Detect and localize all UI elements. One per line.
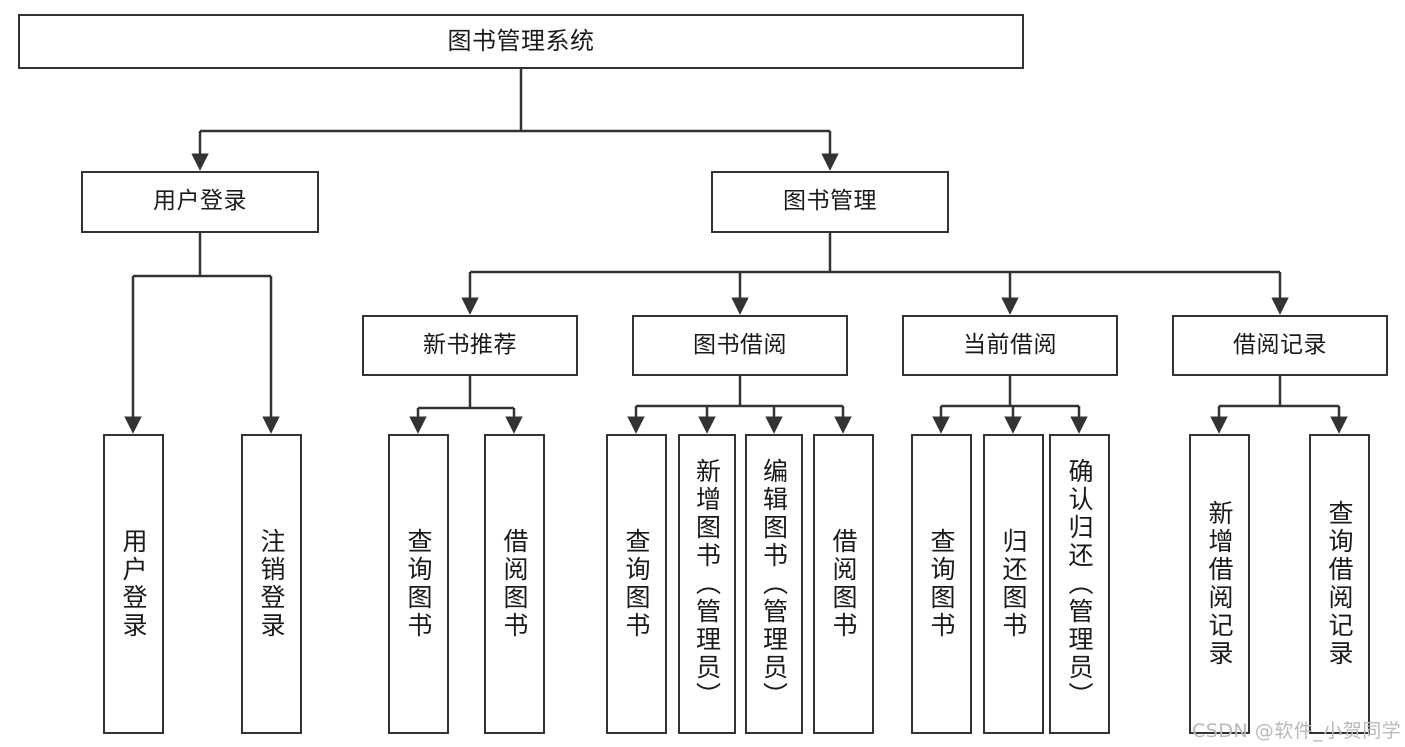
node-new-book-recommend[interactable]: 新书推荐 bbox=[362, 315, 578, 376]
node-current-borrow-label: 当前借阅 bbox=[963, 331, 1057, 358]
node-root[interactable]: 图书管理系统 bbox=[18, 14, 1024, 69]
node-leaf-borrow-book-2-label: 借阅图书 bbox=[829, 528, 858, 640]
node-leaf-user-logout-label: 注销登录 bbox=[257, 528, 286, 640]
node-leaf-query-book-1[interactable]: 查询图书 bbox=[388, 434, 449, 734]
node-user-login[interactable]: 用户登录 bbox=[81, 171, 319, 233]
node-user-login-label: 用户登录 bbox=[153, 188, 247, 215]
node-leaf-query-book-2[interactable]: 查询图书 bbox=[606, 434, 667, 734]
node-current-borrow[interactable]: 当前借阅 bbox=[902, 315, 1118, 376]
node-leaf-confirm-return-label: 确认归还（管理员） bbox=[1065, 458, 1094, 710]
node-leaf-add-book-label: 新增图书（管理员） bbox=[692, 458, 722, 710]
node-leaf-borrow-book-1[interactable]: 借阅图书 bbox=[484, 434, 545, 734]
node-borrow-record-label: 借阅记录 bbox=[1233, 331, 1327, 358]
node-leaf-user-logout[interactable]: 注销登录 bbox=[241, 434, 302, 734]
node-leaf-confirm-return[interactable]: 确认归还（管理员） bbox=[1049, 434, 1110, 734]
node-book-borrow-label: 图书借阅 bbox=[693, 331, 787, 358]
node-leaf-edit-book[interactable]: 编辑图书（管理员） bbox=[745, 434, 803, 734]
node-book-borrow[interactable]: 图书借阅 bbox=[632, 315, 848, 376]
node-leaf-query-record-label: 查询借阅记录 bbox=[1325, 500, 1354, 668]
node-book-manage-label: 图书管理 bbox=[783, 188, 877, 215]
node-leaf-edit-book-label: 编辑图书（管理员） bbox=[759, 458, 789, 710]
node-leaf-add-record-label: 新增借阅记录 bbox=[1205, 500, 1234, 668]
node-book-manage[interactable]: 图书管理 bbox=[711, 171, 949, 233]
node-leaf-user-login[interactable]: 用户登录 bbox=[103, 434, 164, 734]
node-borrow-record[interactable]: 借阅记录 bbox=[1172, 315, 1388, 376]
node-leaf-query-book-2-label: 查询图书 bbox=[622, 528, 651, 640]
node-leaf-borrow-book-2[interactable]: 借阅图书 bbox=[813, 434, 874, 734]
node-leaf-return-book-label: 归还图书 bbox=[999, 528, 1028, 640]
node-leaf-query-record[interactable]: 查询借阅记录 bbox=[1309, 434, 1370, 734]
node-root-label: 图书管理系统 bbox=[447, 27, 595, 56]
node-leaf-borrow-book-1-label: 借阅图书 bbox=[500, 528, 529, 640]
node-new-book-recommend-label: 新书推荐 bbox=[423, 331, 517, 358]
node-leaf-query-book-3[interactable]: 查询图书 bbox=[911, 434, 972, 734]
csdn-watermark: CSDN @软件_小贺同学 bbox=[1192, 720, 1402, 742]
node-leaf-return-book[interactable]: 归还图书 bbox=[983, 434, 1044, 734]
node-leaf-add-book[interactable]: 新增图书（管理员） bbox=[678, 434, 736, 734]
node-leaf-user-login-label: 用户登录 bbox=[119, 528, 148, 640]
node-leaf-query-book-1-label: 查询图书 bbox=[404, 528, 433, 640]
node-leaf-add-record[interactable]: 新增借阅记录 bbox=[1189, 434, 1250, 734]
node-leaf-query-book-3-label: 查询图书 bbox=[927, 528, 956, 640]
